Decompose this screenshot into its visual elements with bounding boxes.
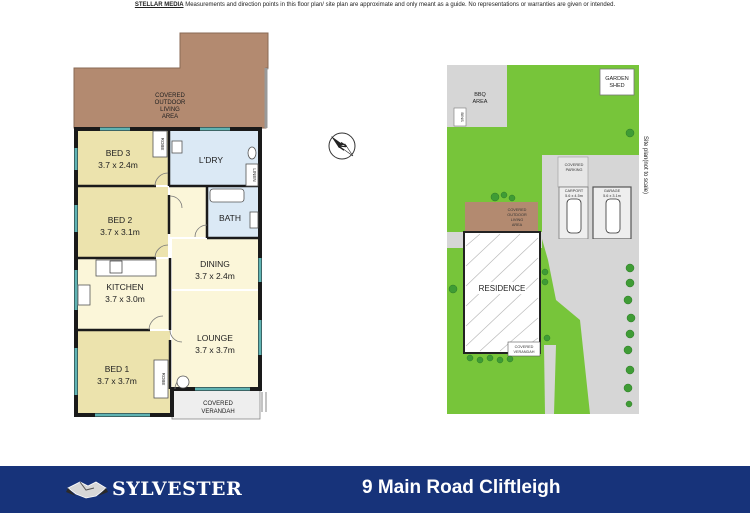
front-door-step [176, 375, 190, 389]
toilet [247, 146, 257, 160]
residence-label-box [478, 282, 526, 294]
side-path [544, 345, 556, 414]
bed1-robe-label: ROBE [161, 373, 166, 386]
dining-room [172, 239, 258, 289]
vanity [249, 211, 259, 229]
site-verandah [507, 341, 541, 357]
compass-icon: N [328, 132, 356, 160]
site-verandah-label-2: VERANDAH [513, 350, 534, 354]
bed2-room [78, 187, 168, 257]
hall [170, 187, 206, 237]
deck-label-1: COVERED [155, 93, 185, 99]
bath-label: BATH [219, 213, 241, 223]
dining-label: DINING [200, 259, 230, 269]
dining-dims: 3.7 x 2.4m [195, 271, 235, 281]
site-deck-label-3: LIVING [511, 218, 523, 222]
linen-label: LINEN [252, 168, 257, 181]
shed-label-2: SHED [609, 83, 624, 89]
lounge-dims: 3.7 x 3.7m [195, 345, 235, 355]
bins-label: BINS [460, 112, 465, 122]
laundry-label: L'DRY [199, 155, 223, 165]
driveway [542, 239, 639, 414]
inner-walls [76, 129, 258, 391]
bed1-label: BED 1 [105, 364, 130, 374]
covered-outdoor-site [465, 202, 538, 232]
disclaimer-text: Measurements and direction points in thi… [185, 2, 616, 8]
laundry-room [170, 131, 258, 185]
bathtub [209, 188, 245, 203]
bbq-label-2: AREA [473, 99, 488, 105]
site-plan-note: Site plan(not to scale) [642, 136, 648, 194]
floor-plan: COVERED OUTDOOR LIVING AREA BED 3 3.7 x … [73, 32, 648, 420]
kitchen-dims: 3.7 x 3.0m [105, 294, 145, 304]
garden-shed [599, 68, 635, 96]
disclaimer-brand: STELLAR MEDIA [134, 2, 184, 8]
bed2-label: BED 2 [108, 215, 133, 225]
verandah-label-2: VERANDAH [201, 409, 234, 415]
lounge-room [172, 291, 258, 387]
bed3-dims: 3.7 x 2.4m [98, 160, 138, 170]
site-deck-label-2: OUTDOOR [507, 213, 527, 217]
covered-parking-label-1: COVERED [565, 163, 584, 167]
disclaimer: STELLAR MEDIA Measurements and direction… [0, 2, 750, 8]
deck-label-2: OUTDOOR [155, 100, 186, 106]
windows [74, 127, 262, 417]
bed3-robe [152, 130, 168, 158]
covered-parking-label-2: PARKING [566, 168, 583, 172]
shrubs [448, 128, 636, 408]
bed3-robe-label: ROBE [160, 138, 165, 151]
verandah-label-1: COVERED [203, 401, 233, 407]
residence-label: RESIDENCE [479, 284, 526, 293]
lounge-label: LOUNGE [197, 333, 233, 343]
carport-label-2: 5.6 x 4.5m [565, 194, 583, 198]
kitchen-label: KITCHEN [106, 282, 143, 292]
shed-label-1: GARDEN [605, 76, 629, 82]
handshake-icon [66, 481, 108, 499]
carport-label-1: CARPORT [565, 189, 584, 193]
covered-parking [557, 156, 589, 188]
laundry-tub [171, 140, 183, 154]
site-plan: BBQ AREA BINS GARDEN SHED COVERED PARKIN… [447, 65, 648, 414]
cooktop [109, 260, 123, 274]
bed1-dims: 3.7 x 3.7m [97, 376, 137, 386]
kitchen-bench [95, 259, 157, 277]
site-deck-label-4: AREA [512, 223, 523, 227]
bed1-robe [153, 359, 169, 399]
deck-label-4: AREA [162, 114, 178, 120]
site-verandah-label-1: COVERED [515, 345, 534, 349]
property-address: 9 Main Road Cliftleigh [362, 477, 561, 498]
deck-label-3: LIVING [160, 107, 180, 113]
bed3-label: BED 3 [106, 148, 131, 158]
garage-label-1: GARAGE [604, 189, 621, 193]
garage-label-2: 5.6 x 3.1m [603, 194, 621, 198]
site-deck-label-1: COVERED [508, 208, 527, 212]
bins-slab [453, 107, 467, 127]
footer-banner: SYLVESTER 9 Main Road Cliftleigh [0, 466, 750, 513]
car-2 [605, 198, 621, 234]
bbq-label-1: BBQ [474, 92, 486, 98]
verandah-floor [171, 388, 261, 420]
linen-cupboard [245, 163, 259, 187]
fridge-space [77, 284, 91, 306]
bed2-dims: 3.7 x 3.1m [100, 227, 140, 237]
brand-name: SYLVESTER [112, 478, 243, 500]
car-1 [566, 198, 582, 234]
